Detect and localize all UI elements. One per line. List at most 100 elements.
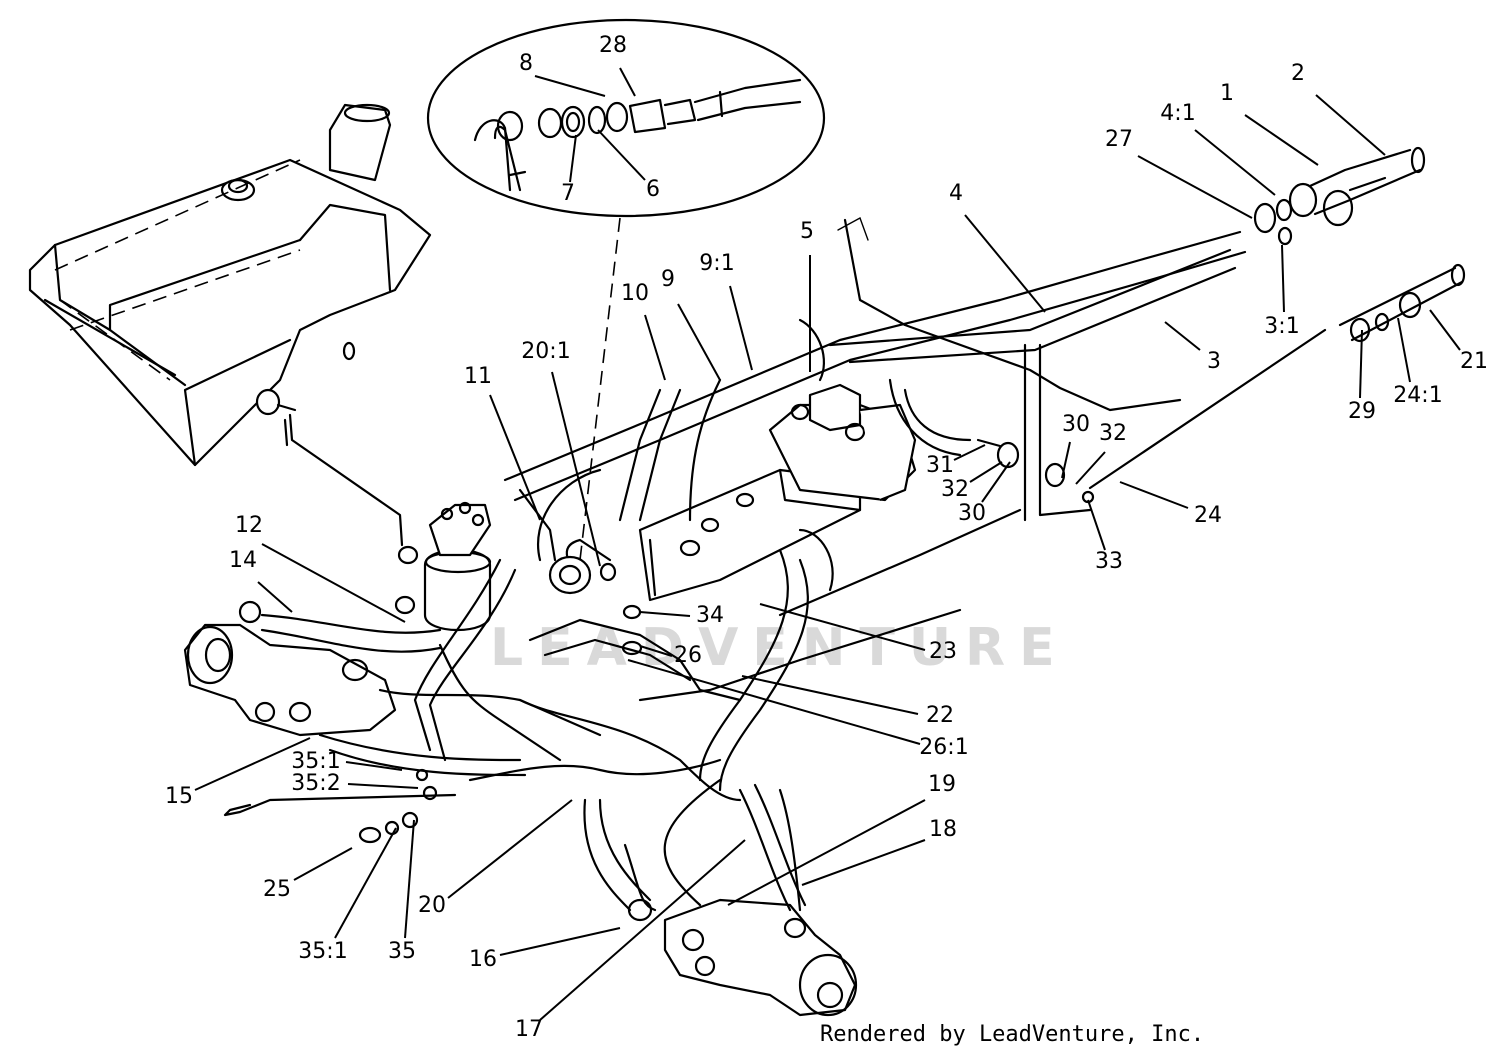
- leader-line-c19: [727, 799, 926, 906]
- callout-c27[interactable]: 27: [1105, 127, 1133, 152]
- leader-line-c6: [597, 129, 646, 181]
- callout-c6[interactable]: 6: [646, 177, 660, 202]
- leader-line-c24: [1119, 481, 1189, 509]
- callout-c28[interactable]: 28: [599, 33, 627, 58]
- hydraulic-tank: [28, 103, 432, 467]
- leader-line-c4_1: [1194, 129, 1276, 196]
- leader-line-c34: [639, 611, 691, 617]
- leader-line-c24_1: [1397, 317, 1411, 383]
- callout-c30b[interactable]: 30: [958, 501, 986, 526]
- callout-c4_1[interactable]: 4:1: [1160, 101, 1195, 126]
- leader-line-c10: [644, 314, 666, 381]
- control-valve-assembly: [548, 383, 917, 602]
- callout-c22[interactable]: 22: [926, 703, 954, 728]
- callout-c26[interactable]: 26: [674, 643, 702, 668]
- callout-c25[interactable]: 25: [263, 877, 291, 902]
- leader-line-c17: [539, 839, 746, 1021]
- render-credit: Rendered by LeadVenture, Inc.: [820, 1022, 1205, 1047]
- callout-c18[interactable]: 18: [929, 817, 957, 842]
- callout-c31[interactable]: 31: [926, 453, 954, 478]
- leader-line-c26: [639, 645, 673, 657]
- callout-c2[interactable]: 2: [1291, 61, 1305, 86]
- callout-c20_1[interactable]: 20:1: [521, 339, 570, 364]
- leader-line-c30a: [1061, 441, 1071, 479]
- callout-c4[interactable]: 4: [949, 181, 963, 206]
- leader-line-c11: [489, 394, 541, 521]
- callout-c32a[interactable]: 32: [1099, 421, 1127, 446]
- callout-c12[interactable]: 12: [235, 513, 263, 538]
- callout-c9[interactable]: 9: [661, 267, 675, 292]
- leader-line-c1: [1244, 114, 1319, 166]
- leader-line-c20: [447, 799, 573, 899]
- hydraulic-hoses: [223, 318, 972, 912]
- callout-c10[interactable]: 10: [621, 281, 649, 306]
- leader-line-c18: [801, 839, 926, 886]
- callout-c8[interactable]: 8: [519, 51, 533, 76]
- leader-line-c35_1b: [334, 827, 397, 939]
- right-drive-pump: [627, 898, 858, 1017]
- detail-inset: [426, 18, 826, 561]
- callout-c30a[interactable]: 30: [1062, 412, 1090, 437]
- callout-c7[interactable]: 7: [561, 181, 575, 206]
- leader-line-c4: [964, 214, 1046, 313]
- callout-c3_1[interactable]: 3:1: [1264, 314, 1299, 339]
- leader-line-c3_1: [1281, 244, 1285, 313]
- callout-c11[interactable]: 11: [464, 364, 492, 389]
- leader-line-c32b: [969, 461, 1003, 483]
- leader-line-c23: [759, 603, 926, 651]
- leader-line-c21: [1429, 309, 1461, 351]
- callout-c17[interactable]: 17: [515, 1017, 543, 1042]
- leader-line-c35_1a: [345, 761, 403, 771]
- watermark: LEADVENTURE: [490, 618, 1069, 678]
- leader-line-c14: [257, 581, 293, 613]
- leader-line-c35: [404, 819, 415, 939]
- callout-c35_1a[interactable]: 35:1: [291, 749, 340, 774]
- callout-c9_1[interactable]: 9:1: [699, 251, 734, 276]
- leader-line-c29: [1359, 329, 1363, 399]
- callout-c3[interactable]: 3: [1207, 349, 1221, 374]
- callout-c19[interactable]: 19: [928, 772, 956, 797]
- callout-c20[interactable]: 20: [418, 893, 446, 918]
- callout-c5[interactable]: 5: [800, 219, 814, 244]
- leader-line-c3: [1164, 321, 1201, 351]
- leader-line-c33: [1087, 499, 1106, 551]
- callout-c24[interactable]: 24: [1194, 503, 1222, 528]
- callout-c35_2[interactable]: 35:2: [291, 771, 340, 796]
- frame-tubes: [503, 146, 1466, 617]
- leader-line-c32a: [1075, 451, 1106, 485]
- left-drive-pump: [183, 600, 397, 737]
- leader-line-c25: [293, 847, 353, 881]
- callout-c35_1b[interactable]: 35:1: [298, 939, 347, 964]
- leader-line-c12: [261, 543, 406, 623]
- leader-line-c15: [194, 737, 311, 791]
- leader-line-c9_1: [729, 285, 753, 371]
- leader-line-c27: [1137, 155, 1253, 219]
- callout-c23[interactable]: 23: [929, 639, 957, 664]
- callout-c24_1[interactable]: 24:1: [1393, 383, 1442, 408]
- callout-c29[interactable]: 29: [1348, 399, 1376, 424]
- leader-line-c2: [1315, 94, 1386, 156]
- callout-c14[interactable]: 14: [229, 548, 257, 573]
- callout-c1[interactable]: 1: [1220, 81, 1234, 106]
- leader-line-c16: [499, 927, 621, 956]
- leader-line-c9: [677, 303, 721, 381]
- callout-c32b[interactable]: 32: [941, 477, 969, 502]
- tank-suction-line: [288, 413, 404, 547]
- callout-c15[interactable]: 15: [165, 784, 193, 809]
- leader-line-c30b: [981, 461, 1011, 503]
- callout-c16[interactable]: 16: [469, 947, 497, 972]
- callout-c26_1[interactable]: 26:1: [919, 735, 968, 760]
- leader-line-c31: [953, 444, 986, 461]
- callout-c34[interactable]: 34: [696, 603, 724, 628]
- callout-c33[interactable]: 33: [1095, 549, 1123, 574]
- leader-line-c7: [569, 134, 577, 183]
- leader-line-c22: [741, 675, 919, 715]
- leader-line-c35_2: [347, 783, 419, 789]
- leader-line-c20_1: [551, 371, 601, 567]
- callout-labels: 1233:144:1567899:11011121415161718192020…: [165, 33, 1488, 1042]
- callout-c35[interactable]: 35: [388, 939, 416, 964]
- leader-line-c28: [619, 67, 636, 97]
- callout-c21[interactable]: 21: [1460, 349, 1488, 374]
